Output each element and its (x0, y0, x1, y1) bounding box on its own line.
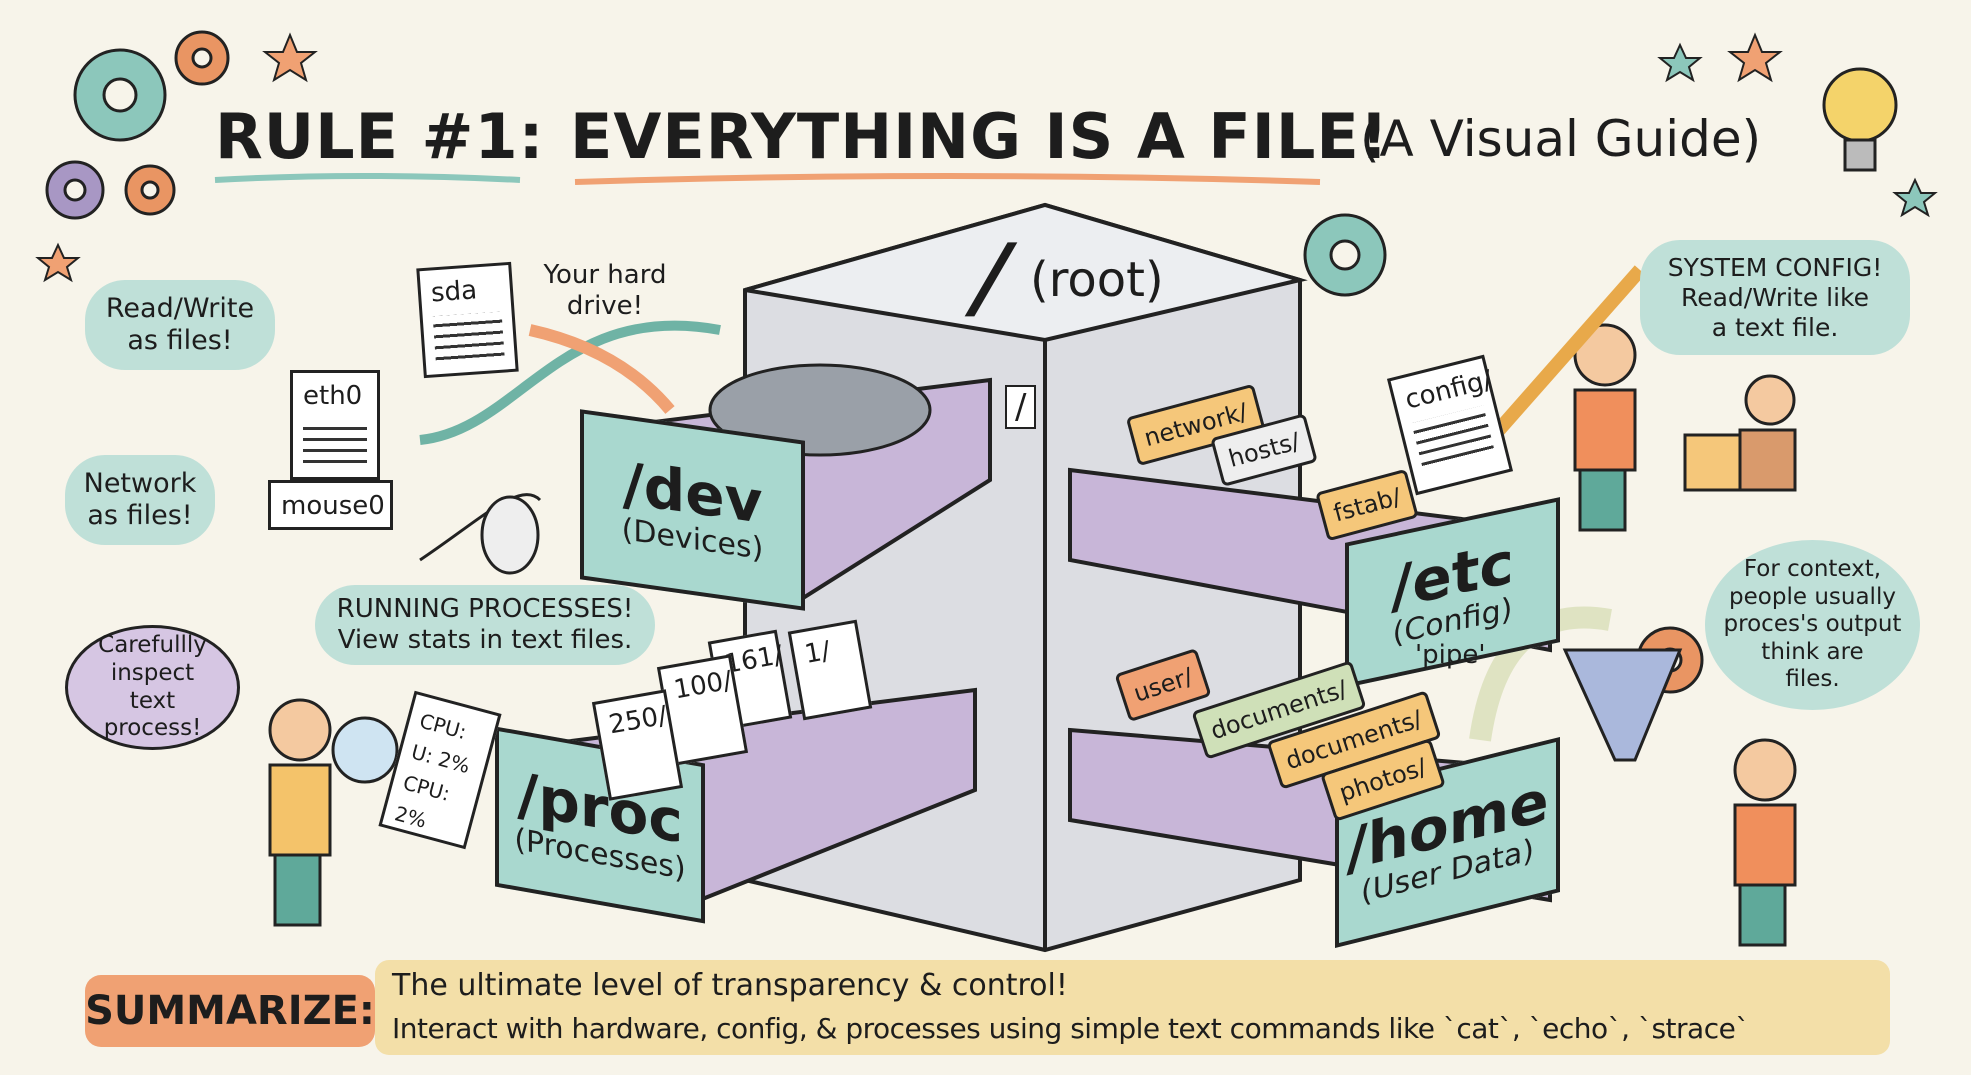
bubble-line: Read/Write like (1680, 282, 1870, 312)
bubble-line: people usually (1729, 583, 1896, 610)
bubble-line: For context, (1743, 556, 1882, 583)
title-main: EVERYTHING IS A FILE! (570, 100, 1389, 173)
summary-line1: The ultimate level of transparency & con… (392, 968, 1068, 1003)
file-name: mouse0 (281, 491, 385, 521)
summary-line2: Interact with hardware, config, & proces… (392, 1012, 1749, 1045)
gear-icon (73, 48, 167, 142)
title-sub: (A Visual Guide) (1360, 110, 1762, 168)
file-name: sda (430, 275, 478, 309)
bubble-system-config: SYSTEM CONFIG! Read/Write like a text fi… (1640, 240, 1910, 355)
lightbulb-icon (1822, 67, 1898, 172)
star-icon (35, 32, 1783, 283)
gear-icon (45, 160, 105, 220)
person-inspector (268, 698, 399, 927)
bubble-read-write: Read/Write as files! (85, 280, 275, 370)
funnel-icon (1562, 648, 1683, 762)
side-slash-label: / (1005, 385, 1037, 429)
bubble-carefully: Carefullly inspect text process! (65, 625, 240, 750)
person-funnel (1733, 738, 1797, 947)
drawer-dev-label[interactable]: /dev (Devices) (580, 409, 805, 611)
title-underline (574, 173, 1321, 185)
hard-drive-note: Your hard drive! (543, 260, 667, 322)
root-label: (root) (1030, 252, 1164, 308)
arrow-icon (528, 324, 675, 414)
bubble-running-processes: RUNNING PROCESSES! View stats in text fi… (315, 585, 655, 665)
bubble-line: think are (1761, 638, 1864, 665)
file-eth0: eth0 (290, 370, 380, 480)
file-mouse0: mouse0 (268, 480, 393, 530)
gear-icon (1303, 213, 1387, 297)
bubble-line: SYSTEM CONFIG! (1667, 252, 1883, 282)
bubble-network: Network as files! (65, 455, 215, 545)
star-icon (1657, 42, 1938, 218)
summary-box (375, 960, 1890, 1055)
gear-icon (124, 164, 176, 216)
file-name: eth0 (303, 381, 363, 411)
person-pencil (1484, 265, 1646, 532)
bubble-line: View stats in text files. (337, 625, 633, 655)
bubble-line: a text file. (1711, 312, 1839, 342)
title-underline (214, 173, 521, 183)
mouse-icon (480, 495, 540, 575)
bubble-line: files. (1785, 666, 1840, 693)
gear-icon (174, 30, 230, 86)
network-cable (419, 320, 721, 445)
person-child (1683, 374, 1797, 492)
hard-disk-icon (708, 363, 932, 457)
pipe-label: 'pipe' (1415, 640, 1486, 670)
cabinet-top (744, 202, 1308, 343)
bubble-line: proces's output (1723, 611, 1902, 638)
title-rule: RULE #1: (215, 100, 545, 173)
bubble-context: For context, people usually proces's out… (1705, 540, 1920, 710)
file-sda: sda (416, 261, 519, 379)
bubble-line: RUNNING PROCESSES! (336, 593, 634, 624)
summary-badge: SUMMARIZE: (85, 975, 375, 1047)
